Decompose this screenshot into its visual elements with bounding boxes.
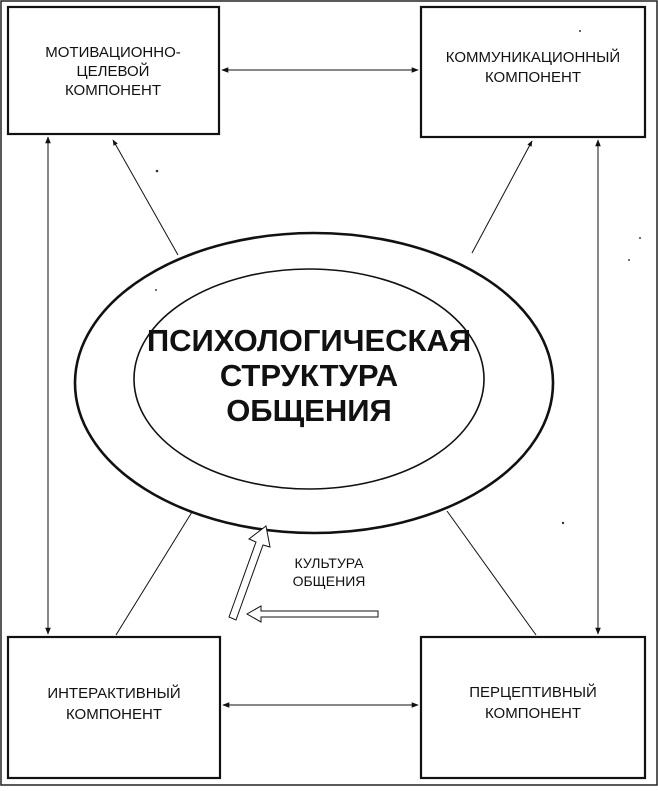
- box-motivational-target: [6, 5, 221, 136]
- label-line: КОМПОНЕНТ: [65, 82, 161, 99]
- scan-speck: [639, 237, 641, 239]
- scan-speck: [561, 521, 565, 525]
- connector-top-right: [471, 140, 533, 254]
- label-perceptive: ПЕРЦЕПТИВНЫЙ КОМПОНЕНТ: [469, 683, 597, 722]
- box-perceptive: [419, 635, 647, 780]
- hollow-arrow-left: [245, 605, 379, 623]
- connector-bottom-right: [446, 510, 537, 636]
- scan-speck: [579, 30, 581, 32]
- scan-speck: [155, 289, 157, 291]
- label-line: ЦЕЛЕВОЙ: [77, 62, 150, 80]
- label-line: МОТИВАЦИОННО-: [45, 44, 181, 61]
- box-communicative: [419, 5, 647, 139]
- center-title: ПСИХОЛОГИЧЕСКАЯ СТРУКТУРА ОБЩЕНИЯ: [147, 323, 471, 428]
- label-line: ИНТЕРАКТИВНЫЙ: [47, 684, 180, 702]
- connector-top-left: [112, 139, 179, 256]
- center-title-line-1: ПСИХОЛОГИЧЕСКАЯ: [147, 323, 471, 358]
- label-communicative: КОММУНИКАЦИОННЫЙ КОМПОНЕНТ: [446, 48, 620, 86]
- label-line: КОМПОНЕНТ: [485, 705, 581, 722]
- inner-ellipse: [133, 268, 485, 490]
- scan-speck: [155, 169, 159, 173]
- scan-speck: [628, 259, 630, 261]
- label-line: ПЕРЦЕПТИВНЫЙ: [469, 683, 597, 701]
- box-interactive: [6, 635, 222, 780]
- label-motivational-target: МОТИВАЦИОННО- ЦЕЛЕВОЙ КОМПОНЕНТ: [45, 44, 181, 99]
- center-title-line-2: СТРУКТУРА: [220, 358, 398, 393]
- center-title-line-3: ОБЩЕНИЯ: [226, 393, 392, 428]
- label-line: КУЛЬТУРА: [295, 555, 365, 571]
- label-line: КОММУНИКАЦИОННЫЙ: [446, 48, 620, 66]
- label-line: КОМПОНЕНТ: [66, 706, 162, 723]
- label-interactive: ИНТЕРАКТИВНЫЙ КОМПОНЕНТ: [47, 684, 180, 723]
- label-culture-of-communication: КУЛЬТУРА ОБЩЕНИЯ: [293, 555, 366, 589]
- hollow-arrow-up: [228, 525, 271, 621]
- label-line: ОБЩЕНИЯ: [293, 573, 366, 589]
- label-line: КОМПОНЕНТ: [485, 69, 581, 86]
- connector-bottom-left: [115, 511, 193, 636]
